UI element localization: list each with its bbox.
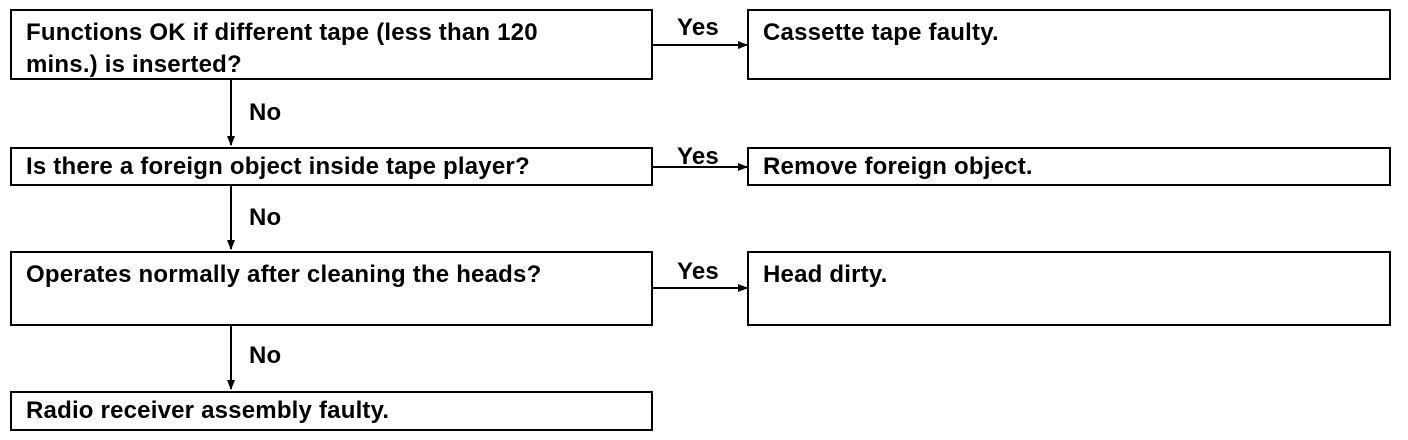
end-box: Radio receiver assembly faulty. [10, 391, 653, 431]
yes-label-1: Yes [677, 14, 719, 41]
result-text-1: Cassette tape faulty. [763, 19, 999, 46]
result-text-3: Head dirty. [763, 261, 888, 288]
result-box-1: Cassette tape faulty. [747, 9, 1391, 80]
question-text-3: Operates normally after cleaning the hea… [26, 261, 542, 288]
result-box-3: Head dirty. [747, 251, 1391, 326]
question-box-3: Operates normally after cleaning the hea… [10, 251, 653, 326]
yes-label-2: Yes [677, 143, 719, 170]
result-text-2: Remove foreign object. [763, 153, 1033, 180]
end-text: Radio receiver assembly faulty. [26, 397, 390, 424]
question-text-1: Functions OK if different tape (less tha… [26, 19, 538, 78]
question-box-1: Functions OK if different tape (less tha… [10, 9, 653, 80]
no-label-2: No [249, 204, 282, 231]
yes-label-3: Yes [677, 258, 719, 285]
no-label-1: No [249, 99, 282, 126]
question-box-2: Is there a foreign object inside tape pl… [10, 147, 653, 186]
question-text-2: Is there a foreign object inside tape pl… [26, 153, 530, 180]
result-box-2: Remove foreign object. [747, 147, 1391, 186]
no-label-3: No [249, 342, 282, 369]
